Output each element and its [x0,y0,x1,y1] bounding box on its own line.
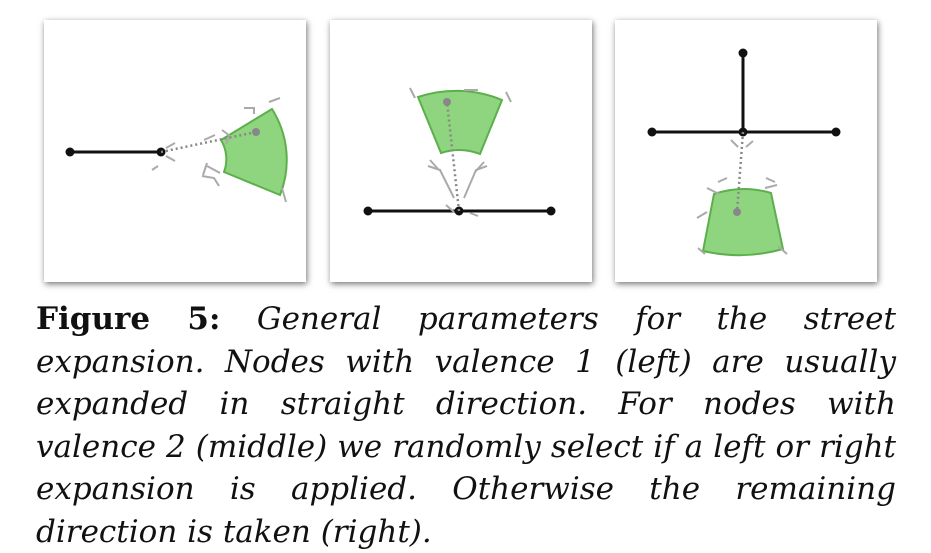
direction-line [445,101,461,212]
expansion-sector [219,107,288,197]
target-point [443,98,451,106]
expansion-sector [701,188,785,257]
expansion-sector [416,89,504,156]
direction-line [160,130,257,154]
valence-2-diagram [363,87,556,217]
panel-valence-3 [615,20,877,282]
sector-guides [409,87,512,217]
street-node [546,206,556,216]
valence-1-diagram [65,97,288,203]
sector-guides [151,97,287,203]
sector-guides [696,139,788,255]
target-point [252,128,260,136]
street-node [647,127,657,137]
valence-3-diagram [647,48,841,257]
direction-line [735,131,745,213]
figure-caption: Figure 5: General parameters for the str… [36,298,896,553]
caption-text: General parameters for the street expans… [36,301,896,550]
panel-valence-2 [330,20,592,282]
figure-label: Figure 5: [36,301,221,337]
street-node [738,48,748,58]
street-node [363,206,373,216]
street-node [831,127,841,137]
street-node [65,147,75,157]
target-point [733,208,741,216]
panel-valence-1 [44,20,306,282]
